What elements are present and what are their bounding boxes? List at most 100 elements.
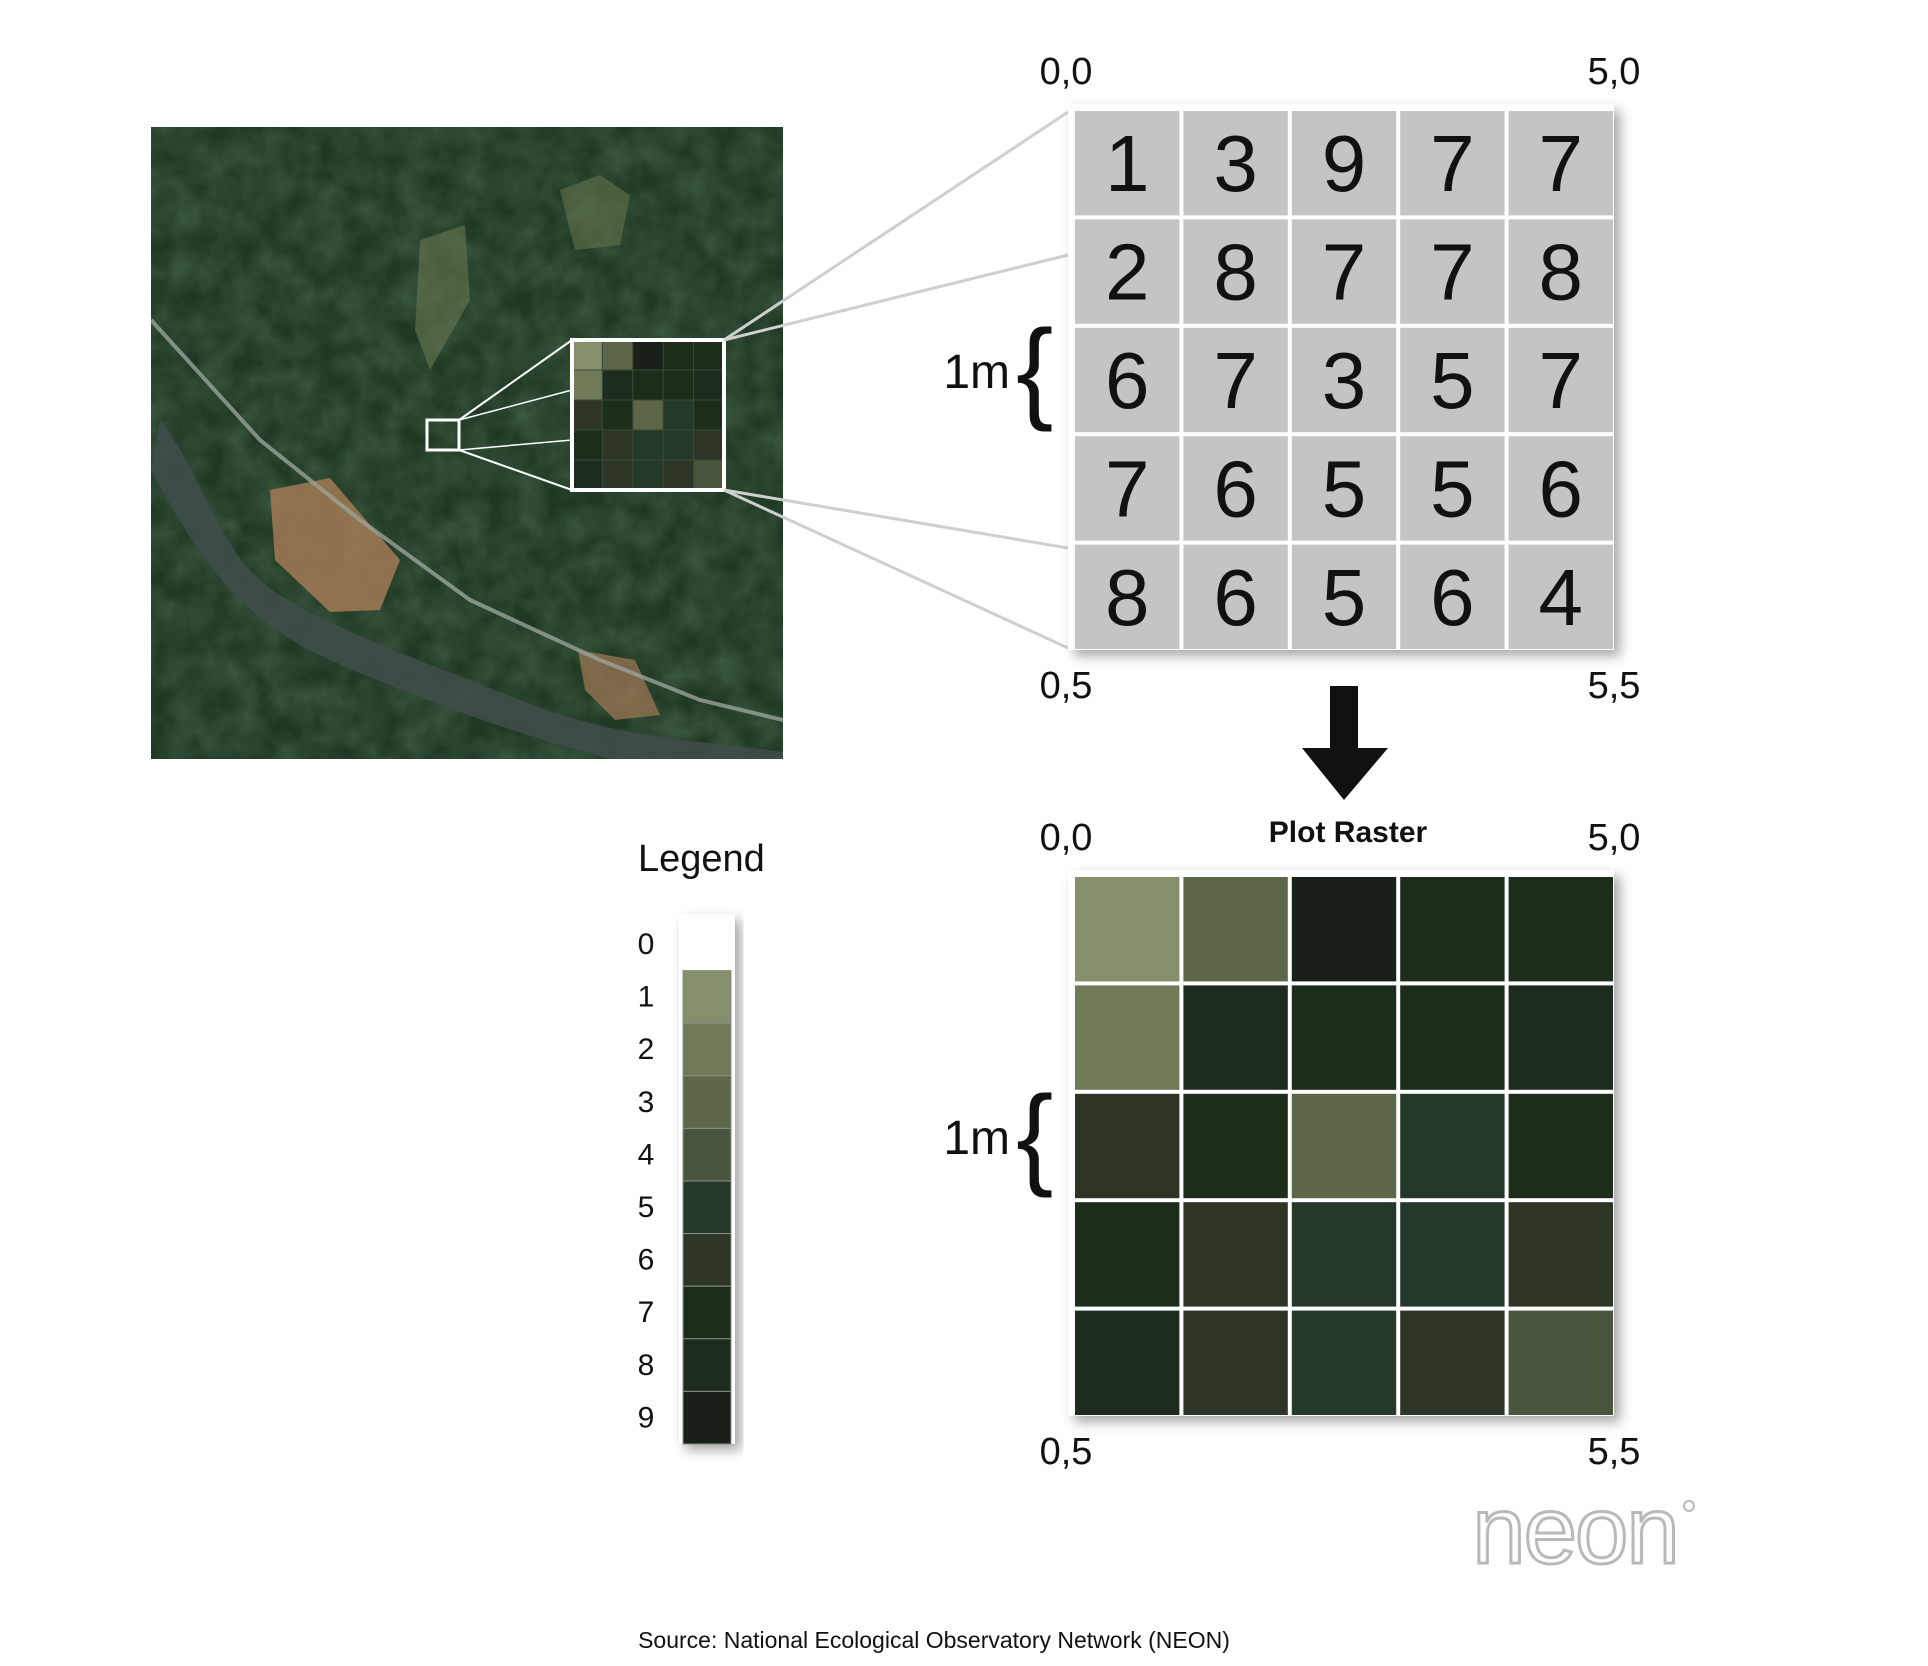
raster-cell [1075,1202,1180,1307]
road [151,318,783,722]
value-cell-label: 7 [1430,228,1475,317]
value-cell [1400,544,1505,649]
plot-raster-title: Plot Raster [1269,816,1428,849]
value-cell-label: 3 [1322,336,1367,425]
value-cell-label: 5 [1430,444,1475,533]
value-cell-label: 5 [1322,553,1367,642]
inset-cell [571,429,603,461]
raster-cell [1508,985,1613,1090]
value-cell [1183,436,1288,541]
value-cell-label: 9 [1322,119,1367,208]
value-cell [1508,219,1613,324]
legend-value-label: 9 [638,1401,655,1434]
value-cell-label: 7 [1430,119,1475,208]
corner-label-top-left: 0,0 [1040,51,1093,93]
value-cell-label: 3 [1213,119,1258,208]
value-cell-label: 6 [1213,553,1258,642]
down-arrow [1302,686,1388,800]
corner-label-bottom-left: 0,5 [1040,665,1093,707]
raster-cell [1183,985,1288,1090]
inset-cell [601,429,634,461]
raster-cell [1075,1310,1180,1415]
sample-box [425,418,461,452]
legend-value-label: 8 [638,1349,655,1382]
inset-cell [662,339,695,371]
legend-value-label: 6 [638,1244,655,1277]
neon-logo-text: neon [1472,1477,1678,1584]
inset-cell [632,369,664,401]
legend-swatch [682,1075,732,1129]
inset-cell [571,399,603,431]
value-cell [1075,111,1180,216]
legend-swatch [682,1390,732,1445]
raster-cell [1183,1202,1288,1307]
clearing [415,225,470,370]
inset-cell [601,399,634,431]
raster-corner-top-right: 5,0 [1588,817,1641,859]
raster-scale-brace: { [1016,1073,1053,1198]
raster-cell [1075,985,1180,1090]
neon-logo: neon [1471,1476,1695,1586]
inset-cell [632,459,664,491]
value-cell-label: 4 [1539,553,1584,642]
value-cell-label: 6 [1539,444,1584,533]
inset-cell [571,369,603,401]
raster-cell [1291,985,1397,1090]
raster-cell [1400,985,1505,1090]
legend-swatch [682,1127,732,1182]
raster-cell [1183,877,1288,982]
inset-cell [662,369,695,401]
value-cell [1400,219,1505,324]
legend-swatch [682,1233,732,1287]
value-cell [1075,544,1180,649]
raster-cell [1400,1093,1505,1199]
legend-swatch [682,1180,732,1235]
raster-corner-bottom-left: 0,5 [1040,1431,1093,1473]
value-cell [1291,436,1397,541]
inset-cell [693,459,725,491]
value-cell-label: 1 [1105,119,1150,208]
inset-cell [601,369,634,401]
value-cell [1075,327,1180,433]
raster-cell [1291,1310,1397,1415]
raster-cell [1291,1093,1397,1199]
value-cell-label: 8 [1213,228,1258,317]
value-cell-label: 7 [1539,119,1584,208]
value-cell [1183,111,1288,216]
raster-cell [1291,1202,1397,1307]
value-cell [1291,219,1397,324]
zoom-inset [458,338,726,492]
value-cell [1508,436,1613,541]
value-cell-label: 6 [1430,553,1475,642]
legend-swatch [682,1338,732,1392]
inset-cell [632,429,664,461]
raster-corner-top-left: 0,0 [1040,817,1093,859]
inset-cell [632,339,664,371]
farm-field [578,650,660,720]
scale-brace: { [1016,307,1053,432]
inset-cell [601,339,634,371]
raster-cell [1183,1310,1288,1415]
raster-cell [1400,877,1505,982]
corner-label-top-right: 5,0 [1588,51,1641,93]
clearing [560,175,630,250]
legend-swatch [682,970,732,1024]
raster-cell [1075,1093,1180,1199]
scale-label: 1m [943,346,1010,399]
legend-value-label: 3 [638,1086,655,1119]
raster-cell [1508,1202,1613,1307]
raster-cell [1291,877,1397,982]
value-cell-label: 7 [1213,336,1258,425]
inset-cell [693,429,725,461]
legend-value-label: 7 [638,1296,655,1329]
value-cell [1291,111,1397,216]
value-cell-label: 6 [1105,336,1150,425]
value-cell-label: 7 [1105,444,1150,533]
raster-scale-label: 1m [943,1112,1010,1165]
inset-cell [662,399,695,431]
inset-cell [571,339,603,371]
value-cell [1075,436,1180,541]
